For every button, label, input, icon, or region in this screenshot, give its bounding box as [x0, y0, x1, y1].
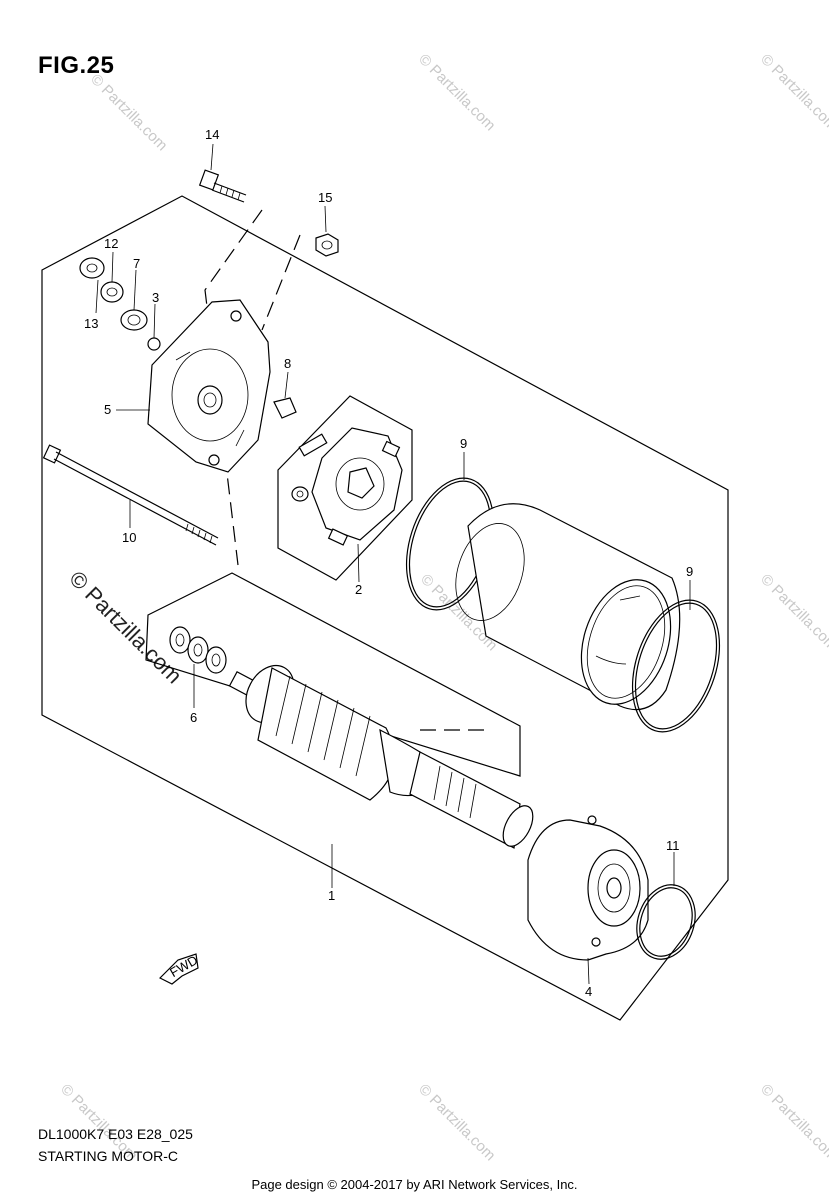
leader-line — [95, 279, 99, 314]
part-6-shims — [169, 626, 227, 674]
watermark-large: © Partzilla.com — [64, 566, 187, 689]
callout-7: 7 — [133, 256, 140, 271]
watermark-group: © Partzilla.com © Partzilla.com © Partzi… — [57, 51, 829, 1164]
figure-code: DL1000K7 E03 E28_025 — [38, 1126, 193, 1142]
part-10-through-bolt — [42, 444, 219, 546]
callout-12: 12 — [104, 236, 118, 251]
watermark-small: © Partzilla.com — [757, 571, 829, 654]
fwd-arrow-icon: FWD — [158, 952, 200, 985]
leader-line — [133, 269, 137, 311]
callout-1: 1 — [328, 888, 335, 903]
watermark-small: © Partzilla.com — [415, 51, 498, 134]
armature-subframe — [145, 572, 521, 777]
part-2-brush-plate — [291, 427, 403, 546]
figure-name: STARTING MOTOR-C — [38, 1148, 178, 1164]
leader-line — [284, 371, 289, 399]
callout-13: 13 — [84, 316, 98, 331]
callout-9-front: 9 — [686, 564, 693, 579]
guide-line — [261, 234, 301, 331]
callout-9-rear: 9 — [460, 436, 467, 451]
part-7-washer — [120, 309, 148, 331]
part-3-o-ring — [147, 337, 161, 351]
leader-line — [210, 143, 214, 171]
part-1-armature — [228, 664, 534, 849]
callout-6: 6 — [190, 710, 197, 725]
part-14-bolt — [198, 169, 247, 203]
part-15-nut — [315, 233, 339, 257]
part-12-bushing — [100, 281, 124, 303]
figure-title: FIG.25 — [38, 52, 115, 79]
watermark-small: © Partzilla.com — [757, 1081, 829, 1164]
leader-line — [587, 957, 590, 985]
part-9-o-ring-front — [631, 599, 721, 733]
leader-line — [153, 303, 156, 339]
callout-15: 15 — [318, 190, 332, 205]
part-5-end-housing — [147, 299, 271, 473]
part-13-seal — [79, 257, 105, 279]
callout-group: 14 15 12 7 3 13 8 5 9 10 9 2 6 11 1 4 — [84, 127, 693, 999]
callout-3: 3 — [152, 290, 159, 305]
watermark-small: © Partzilla.com — [415, 1081, 498, 1164]
leader-line — [357, 543, 360, 583]
callout-4: 4 — [585, 984, 592, 999]
callout-2: 2 — [355, 582, 362, 597]
part-11-o-ring — [636, 884, 696, 960]
yoke-housing — [455, 503, 681, 711]
part-4-front-housing — [527, 815, 649, 961]
guide-line — [204, 209, 263, 566]
callout-5: 5 — [104, 402, 111, 417]
leader-line — [324, 205, 327, 233]
part-8-insulator — [273, 397, 297, 419]
brush-plate-frame — [277, 395, 413, 581]
callout-14: 14 — [205, 127, 219, 142]
callout-8: 8 — [284, 356, 291, 371]
assembly-frame — [41, 195, 729, 1021]
page-footer: Page design © 2004-2017 by ARI Network S… — [251, 1177, 578, 1192]
watermark-small: © Partzilla.com — [757, 51, 829, 134]
callout-10: 10 — [122, 530, 136, 545]
callout-11: 11 — [666, 838, 680, 853]
watermark-small: © Partzilla.com — [87, 71, 170, 154]
leader-line — [111, 251, 114, 283]
